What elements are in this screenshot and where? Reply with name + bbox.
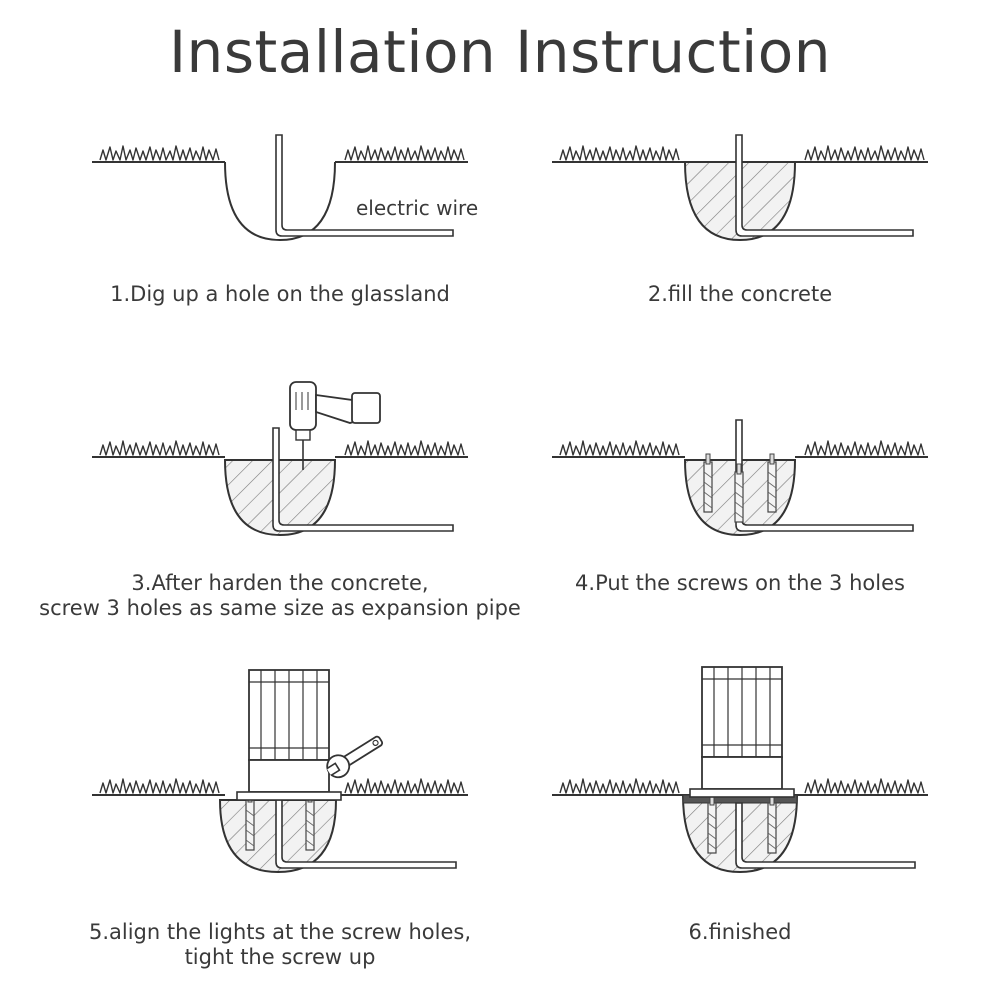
screw-icon bbox=[734, 463, 744, 523]
screw-icon bbox=[703, 453, 713, 513]
lamp-icon bbox=[236, 669, 342, 801]
screw-icon bbox=[767, 453, 777, 513]
grass-icon bbox=[804, 778, 925, 794]
caption-line: 5.align the lights at the screw holes, bbox=[88, 920, 472, 944]
caption-line: 1.Dig up a hole on the glassland bbox=[110, 282, 450, 306]
step-4-scene bbox=[552, 419, 928, 537]
step-6-scene bbox=[552, 666, 928, 874]
screw-icon bbox=[707, 794, 717, 854]
grass-icon bbox=[344, 440, 465, 456]
grass-icon bbox=[804, 440, 925, 456]
step-1-scene: electric wire bbox=[92, 134, 478, 242]
step-1-caption: 1.Dig up a hole on the glassland bbox=[30, 282, 530, 307]
grass-icon bbox=[99, 440, 220, 456]
step-2-caption: 2.fill the concrete bbox=[490, 282, 990, 307]
grass-icon bbox=[559, 145, 680, 161]
lamp-icon bbox=[689, 666, 795, 798]
grass-icon bbox=[559, 440, 680, 456]
wire-icon bbox=[275, 799, 457, 869]
grass-icon bbox=[344, 145, 465, 161]
caption-line: 6.finished bbox=[688, 920, 792, 944]
screw-icon bbox=[767, 794, 777, 854]
concrete-icon bbox=[223, 459, 337, 537]
grass-icon bbox=[804, 145, 925, 161]
caption-line: screw 3 holes as same size as expansion … bbox=[39, 596, 521, 620]
grass-icon bbox=[344, 778, 465, 794]
electric-wire-label: electric wire bbox=[356, 196, 478, 220]
page-title: Installation Instruction bbox=[168, 18, 832, 86]
wire-icon bbox=[275, 134, 454, 237]
grass-icon bbox=[99, 778, 220, 794]
step-3-caption: 3.After harden the concrete, screw 3 hol… bbox=[30, 571, 530, 621]
wire-icon bbox=[735, 802, 916, 869]
grass-icon bbox=[559, 778, 680, 794]
step-4-caption: 4.Put the screws on the 3 holes bbox=[490, 571, 990, 596]
step-5-scene bbox=[92, 669, 468, 874]
step-5-caption: 5.align the lights at the screw holes, t… bbox=[30, 920, 530, 970]
step-6-caption: 6.finished bbox=[490, 920, 990, 945]
step-3-scene bbox=[92, 381, 468, 537]
caption-line: 4.Put the screws on the 3 holes bbox=[575, 571, 905, 595]
caption-line: 2.fill the concrete bbox=[647, 282, 833, 306]
caption-line: 3.After harden the concrete, bbox=[131, 571, 429, 595]
drill-icon bbox=[289, 381, 381, 470]
step-2-scene bbox=[552, 134, 928, 242]
wrench-icon bbox=[326, 735, 384, 779]
wire-icon bbox=[735, 134, 914, 237]
wire-icon bbox=[272, 427, 454, 532]
grass-icon bbox=[99, 145, 220, 161]
caption-line: tight the screw up bbox=[184, 945, 376, 969]
